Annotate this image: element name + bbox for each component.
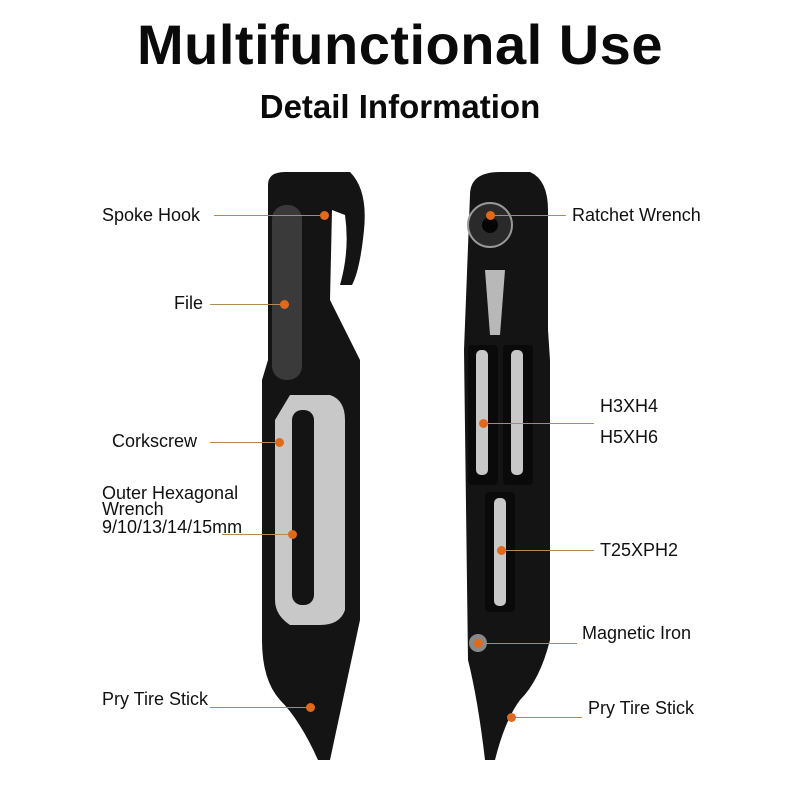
label-pry-tire-stick-left: Pry Tire Stick bbox=[102, 689, 209, 709]
marker-dot bbox=[275, 438, 284, 447]
marker-dot bbox=[306, 703, 315, 712]
marker-dot bbox=[497, 546, 506, 555]
label-h5xh6: H5XH6 bbox=[600, 427, 659, 447]
label-magnetic-iron: Magnetic Iron bbox=[582, 623, 692, 643]
left-tool-image bbox=[262, 172, 365, 760]
label-corkscrew: Corkscrew bbox=[112, 431, 198, 451]
marker-dot bbox=[507, 713, 516, 722]
label-outer-hexagonal-wrench: Outer Hexagonal Wrench bbox=[102, 483, 239, 519]
label-ratchet-wrench: Ratchet Wrench bbox=[572, 205, 701, 225]
page-title: Multifunctional Use bbox=[137, 13, 663, 76]
marker-dot bbox=[288, 530, 297, 539]
label-pry-tire-stick-right: Pry Tire Stick bbox=[588, 698, 695, 718]
marker-dot bbox=[486, 211, 495, 220]
label-wrench-sizes: 9/10/13/14/15mm bbox=[102, 517, 243, 537]
right-tool-image bbox=[464, 172, 550, 760]
label-h3xh4: H3XH4 bbox=[600, 396, 659, 416]
label-file: File bbox=[174, 293, 204, 313]
page-subtitle: Detail Information bbox=[259, 88, 541, 125]
label-t25xph2: T25XPH2 bbox=[600, 540, 679, 560]
marker-dot bbox=[479, 419, 488, 428]
label-spoke-hook: Spoke Hook bbox=[102, 205, 201, 225]
marker-dot bbox=[280, 300, 289, 309]
marker-dot bbox=[474, 639, 483, 648]
marker-dot bbox=[320, 211, 329, 220]
